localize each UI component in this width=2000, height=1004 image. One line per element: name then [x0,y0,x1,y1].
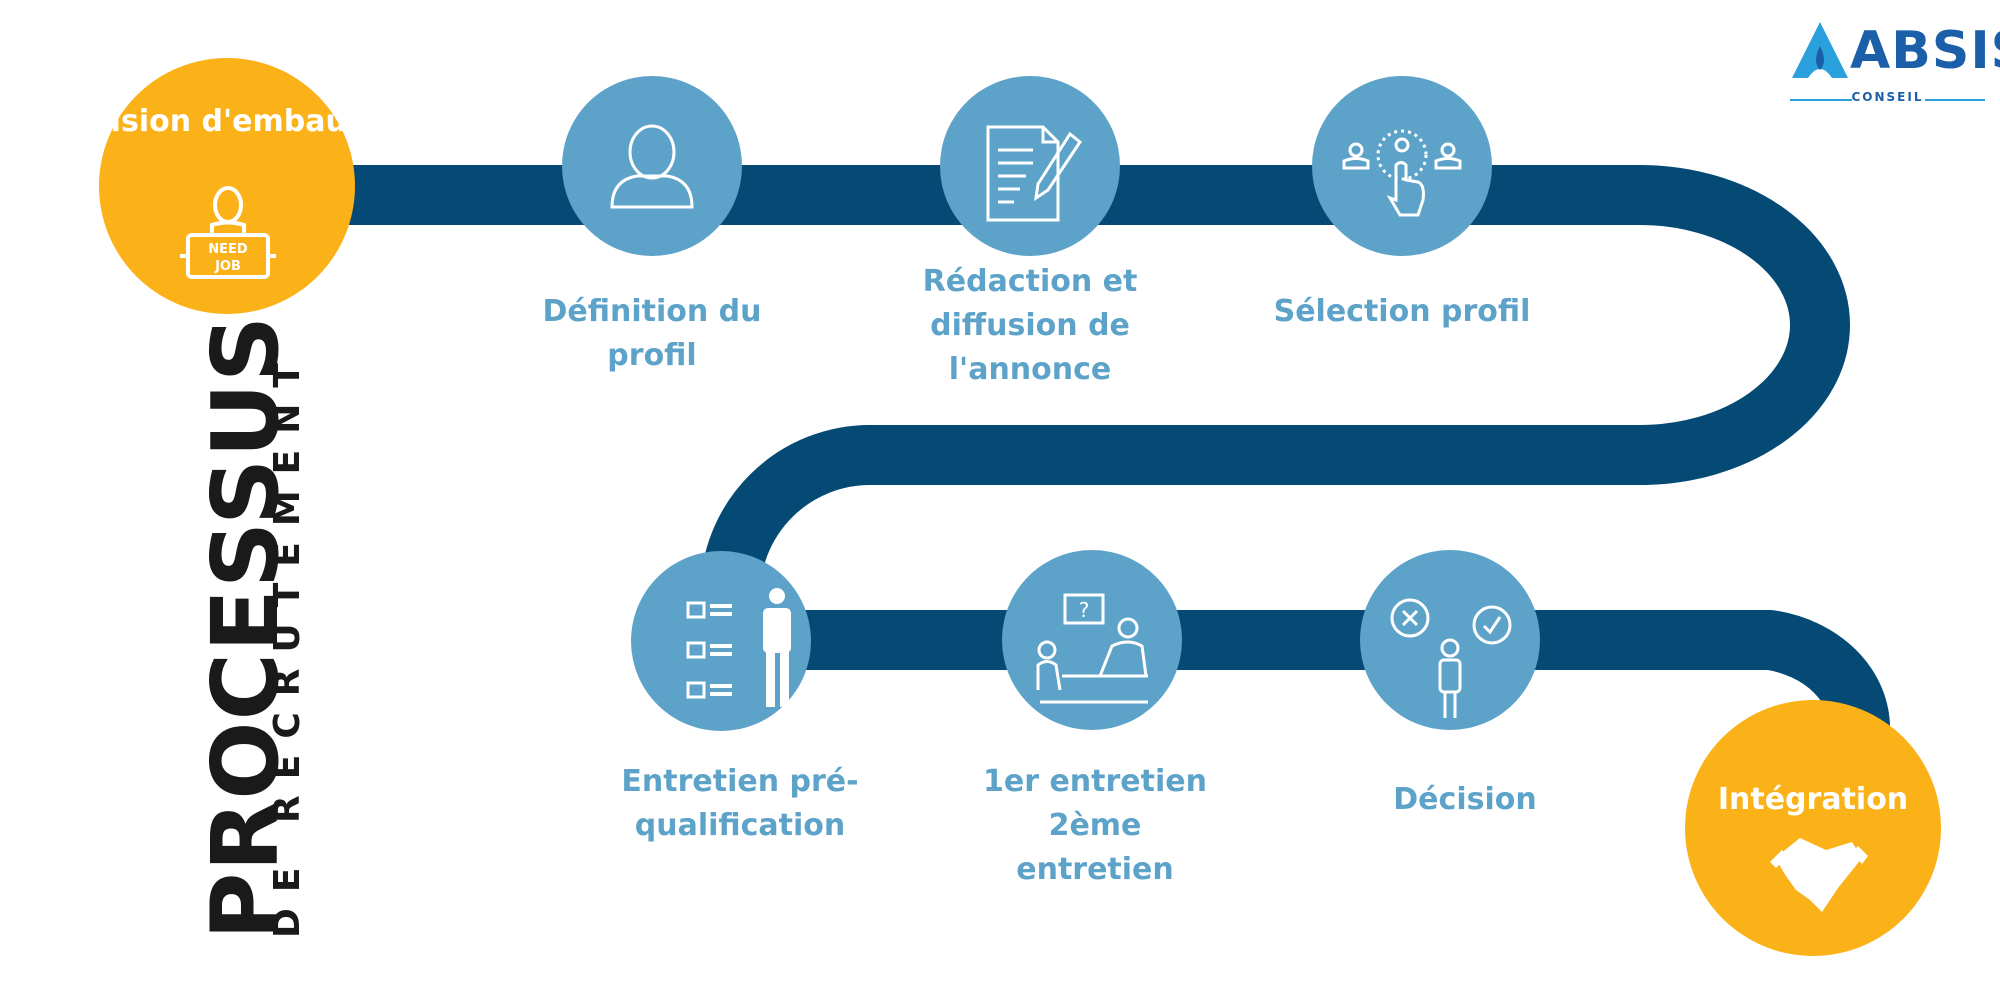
step-label-4: Entretien pré-qualification [621,764,859,843]
start-label: Décision d'embauche [47,104,407,139]
step-node-3 [1312,76,1492,256]
end-label: Intégration [1717,782,1909,817]
step-label-1: Définition du profil [542,294,762,373]
svg-text:?: ? [1079,598,1090,622]
checklist-person-icon [686,588,791,707]
start-sign-text-2: JOB [214,259,241,274]
process-path [170,165,1890,760]
interview-icon: ? [1036,593,1148,704]
step-node-5 [1002,550,1182,730]
title-sub: DE RECRUTEMENT [267,347,308,938]
step-label-3: Sélection profil [1273,294,1531,329]
handshake-icon [1770,838,1868,912]
logo-tagline: CONSEIL [1851,90,1924,104]
decision-icon [1390,598,1512,718]
logo-brand: ABSIS [1850,21,2000,81]
absis-logo: ABSIS CONSEIL [1790,20,2000,105]
end-node [1685,700,1941,956]
user-profile-icon [610,124,694,209]
start-sign-text: NEED [208,242,248,257]
step-label-2: Rédaction et diffusion de l'annonce [922,264,1138,387]
logo-line-left [1790,99,1852,101]
logo-line-right [1925,99,1985,101]
document-pen-icon [986,125,1083,222]
select-candidate-icon [1342,129,1462,217]
logo-mark-icon [1792,22,1848,78]
step-label-5: 1er entretien 2ème entretien [983,764,1207,887]
step-node-2 [940,76,1120,256]
step-node-1 [562,76,742,256]
job-seeker-icon [180,186,276,279]
start-node [99,58,355,314]
step-label-6: Décision [1393,782,1537,817]
